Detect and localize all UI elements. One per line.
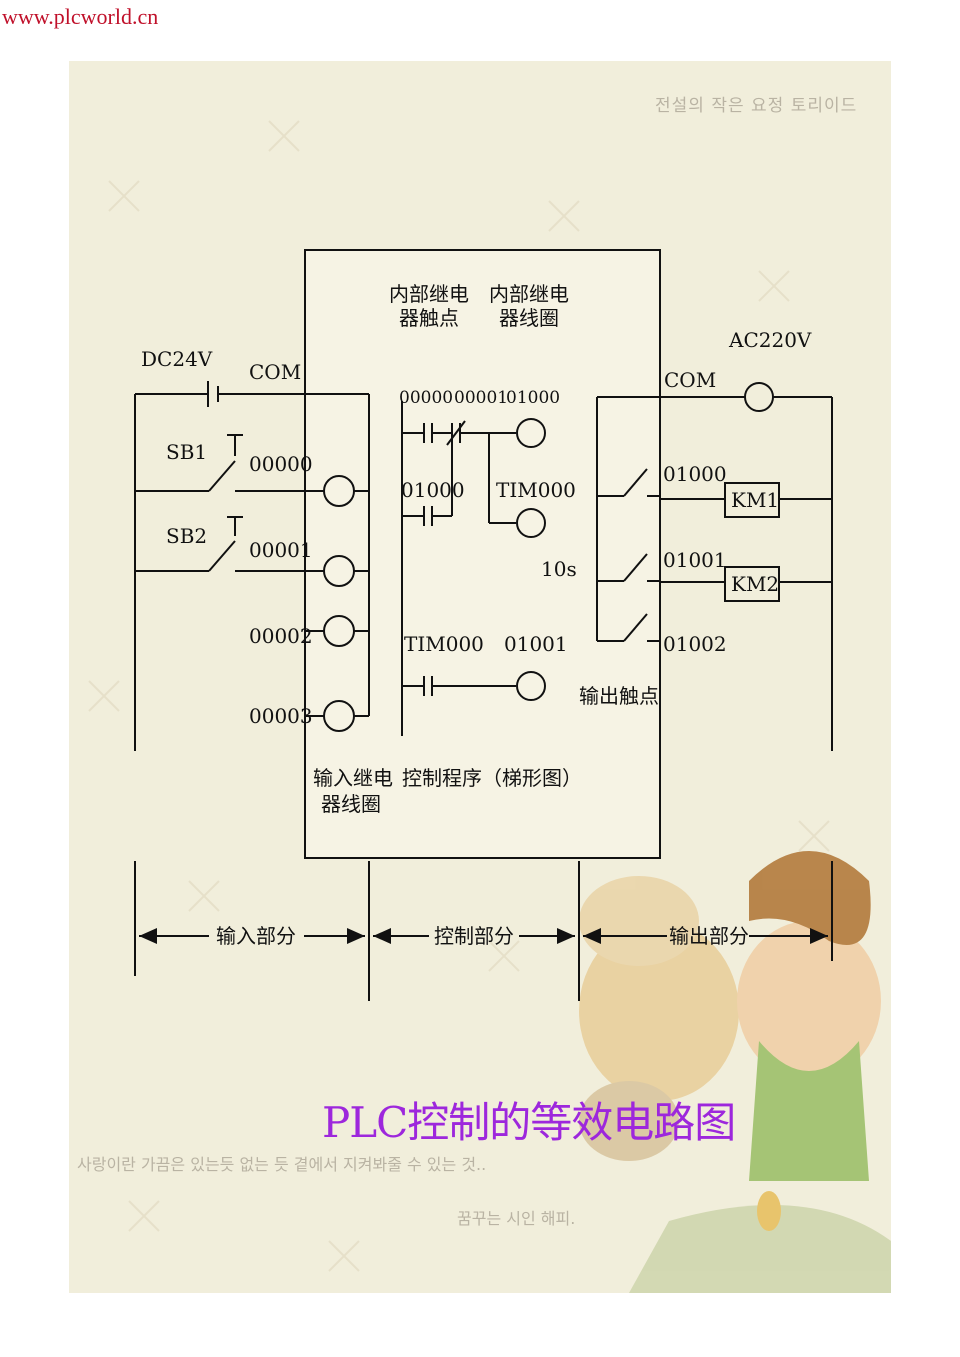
plc-equivalent-circuit: DC24V AC220V COM COM SB1 SB2 00000 00001… [134, 249, 833, 1001]
rung3-contact-label: TIM000 [404, 632, 484, 656]
internal-contact-label-2: 器触点 [399, 306, 459, 330]
output-2-label: 01002 [663, 632, 727, 656]
section-output-label: 输出部分 [669, 924, 749, 948]
korean-header: 전설의 작은 요정 토리이드 [655, 96, 858, 116]
input-1-label: 00001 [249, 538, 313, 562]
input-coil-label-2: 器线圈 [321, 792, 381, 816]
plc-box [304, 249, 661, 859]
sb1-label: SB1 [166, 440, 207, 464]
output-contacts-label: 输出触点 [579, 684, 659, 708]
com-in-label: COM [249, 360, 301, 384]
internal-coil-label-2: 器线圈 [499, 306, 559, 330]
power-in-label: DC24V [141, 347, 213, 371]
rung2-contact-label: 01000 [401, 478, 465, 502]
km2-label: KM2 [731, 572, 779, 596]
section-control-label: 控制部分 [434, 924, 514, 948]
internal-coil-label-1: 内部继电 [489, 282, 569, 306]
input-2-label: 00002 [249, 624, 313, 648]
rung1-coil-label: 01000 [506, 388, 560, 408]
cartoon-characters [579, 851, 891, 1293]
control-program-label: 控制程序（梯形图） [402, 766, 582, 790]
sb2-label: SB2 [166, 524, 207, 548]
rung1-contact2-label: 00001 [454, 388, 508, 408]
power-out-label: AC220V [728, 328, 812, 352]
site-link[interactable]: www.plcworld.cn [2, 4, 159, 29]
slide-title: PLC控制的等效电路图 [322, 1098, 736, 1147]
com-out-label: COM [664, 368, 716, 392]
background-decoration [88, 120, 891, 1293]
internal-contact-label-1: 内部继电 [389, 282, 469, 306]
output-0-label: 01000 [663, 462, 727, 486]
timer-value: 10s [541, 557, 577, 581]
input-0-label: 00000 [249, 452, 313, 476]
rung2-coil-label: TIM000 [496, 478, 576, 502]
output-1-label: 01001 [663, 548, 727, 572]
slide: 전설의 작은 요정 토리이드 사랑이란 가끔은 있는듯 없는 듯 곁에서 지켜봐… [69, 61, 891, 1293]
rung3-coil-label: 01001 [504, 632, 568, 656]
section-input-label: 输入部分 [216, 924, 296, 948]
korean-caption-2: 꿈꾸는 시인 해피. [457, 1209, 576, 1228]
input-coil-label-1: 输入继电 [313, 766, 393, 790]
korean-caption-1: 사랑이란 가끔은 있는듯 없는 듯 곁에서 지켜봐줄 수 있는 것.. [77, 1155, 487, 1174]
input-3-label: 00003 [249, 704, 313, 728]
km1-label: KM1 [731, 488, 779, 512]
rung1-contact1-label: 00000 [399, 388, 453, 408]
